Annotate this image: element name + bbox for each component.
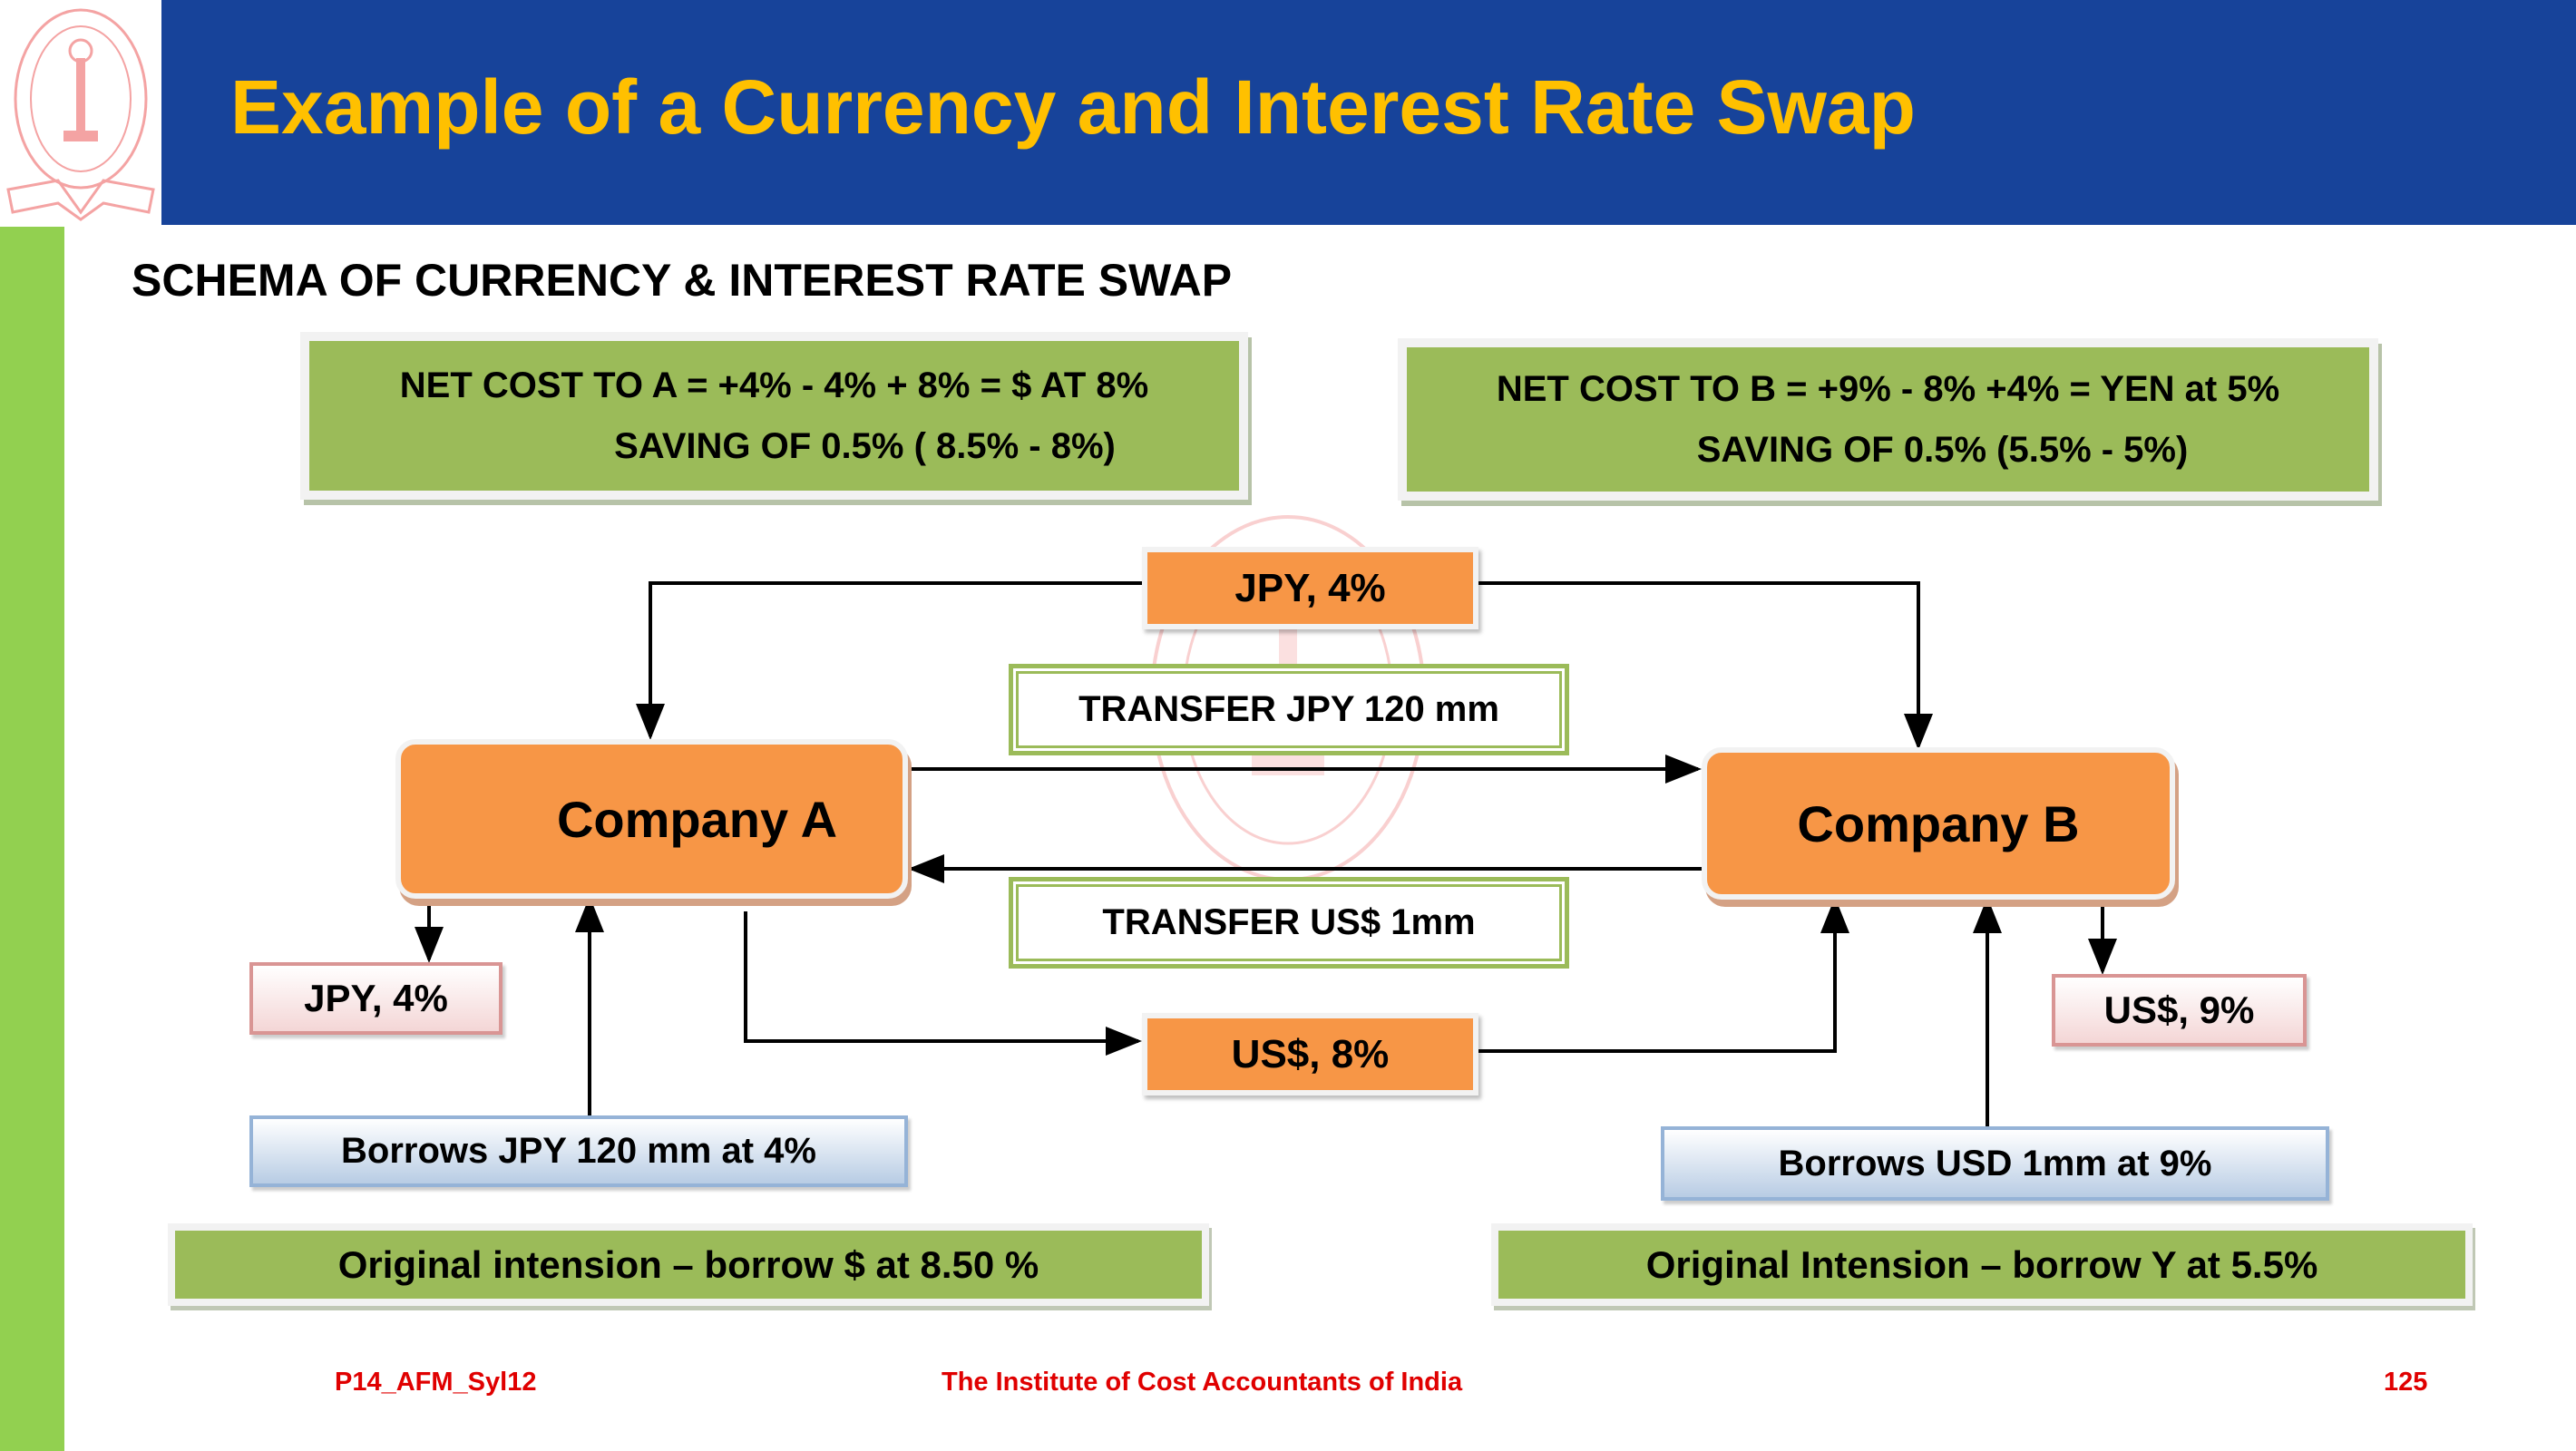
arrow-jpy-to-a (636, 581, 1142, 740)
footer-course-code: P14_AFM_Syl12 (335, 1368, 537, 1397)
jpy-4-a-label: JPY, 4% (249, 962, 503, 1035)
borrows-usd-box: Borrows USD 1mm at 9% (1661, 1126, 2329, 1201)
net-cost-a-box: NET COST TO A = +4% - 4% + 8% = $ AT 8% S… (300, 332, 1248, 500)
footer-page-number: 125 (2384, 1368, 2428, 1397)
slide-title: Example of a Currency and Interest Rate … (230, 64, 1916, 150)
arrow-usd-to-b (1478, 897, 1849, 1053)
arrow-jpy-to-b (1478, 581, 1933, 750)
schema-heading: SCHEMA OF CURRENCY & INTEREST RATE SWAP (132, 255, 1233, 306)
sidebar-accent (0, 227, 64, 1451)
usd-8-label: US$, 8% (1142, 1013, 1478, 1096)
transfer-usd-label: TRANSFER US$ 1mm (1013, 881, 1565, 964)
net-cost-b-line2: SAVING OF 0.5% (5.5% - 5%) (1696, 429, 2189, 470)
arrow-a-to-usd (744, 911, 1142, 1056)
transfer-usd-box: TRANSFER US$ 1mm (1009, 877, 1569, 969)
net-cost-a-line2: SAVING OF 0.5% ( 8.5% - 8%) (614, 425, 1116, 466)
company-a-box: Company A (395, 739, 908, 899)
company-b-box: Company B (1702, 747, 2175, 900)
net-cost-a-line1: NET COST TO A = +4% - 4% + 8% = $ AT 8% (399, 365, 1149, 405)
net-cost-b-box: NET COST TO B = +9% - 8% +4% = YEN at 5%… (1398, 338, 2378, 501)
net-cost-b-line1: NET COST TO B = +9% - 8% +4% = YEN at 5% (1496, 368, 2280, 409)
header-bar (161, 0, 2576, 225)
transfer-jpy-box: TRANSFER JPY 120 mm (1009, 664, 1569, 755)
borrows-jpy-box: Borrows JPY 120 mm at 4% (249, 1115, 908, 1187)
original-intention-b-label: Original Intension – borrow Y at 5.5% (1498, 1231, 2465, 1299)
institute-logo (6, 8, 155, 221)
footer-institute: The Institute of Cost Accountants of Ind… (942, 1368, 1463, 1397)
usd-9-label: US$, 9% (2052, 974, 2307, 1047)
original-intention-a-box: Original intension – borrow $ at 8.50 % (168, 1223, 1209, 1306)
jpy-4-top-label: JPY, 4% (1142, 547, 1478, 629)
original-intention-b-box: Original Intension – borrow Y at 5.5% (1491, 1223, 2473, 1306)
original-intention-a-label: Original intension – borrow $ at 8.50 % (175, 1231, 1202, 1299)
transfer-jpy-label: TRANSFER JPY 120 mm (1013, 668, 1565, 751)
